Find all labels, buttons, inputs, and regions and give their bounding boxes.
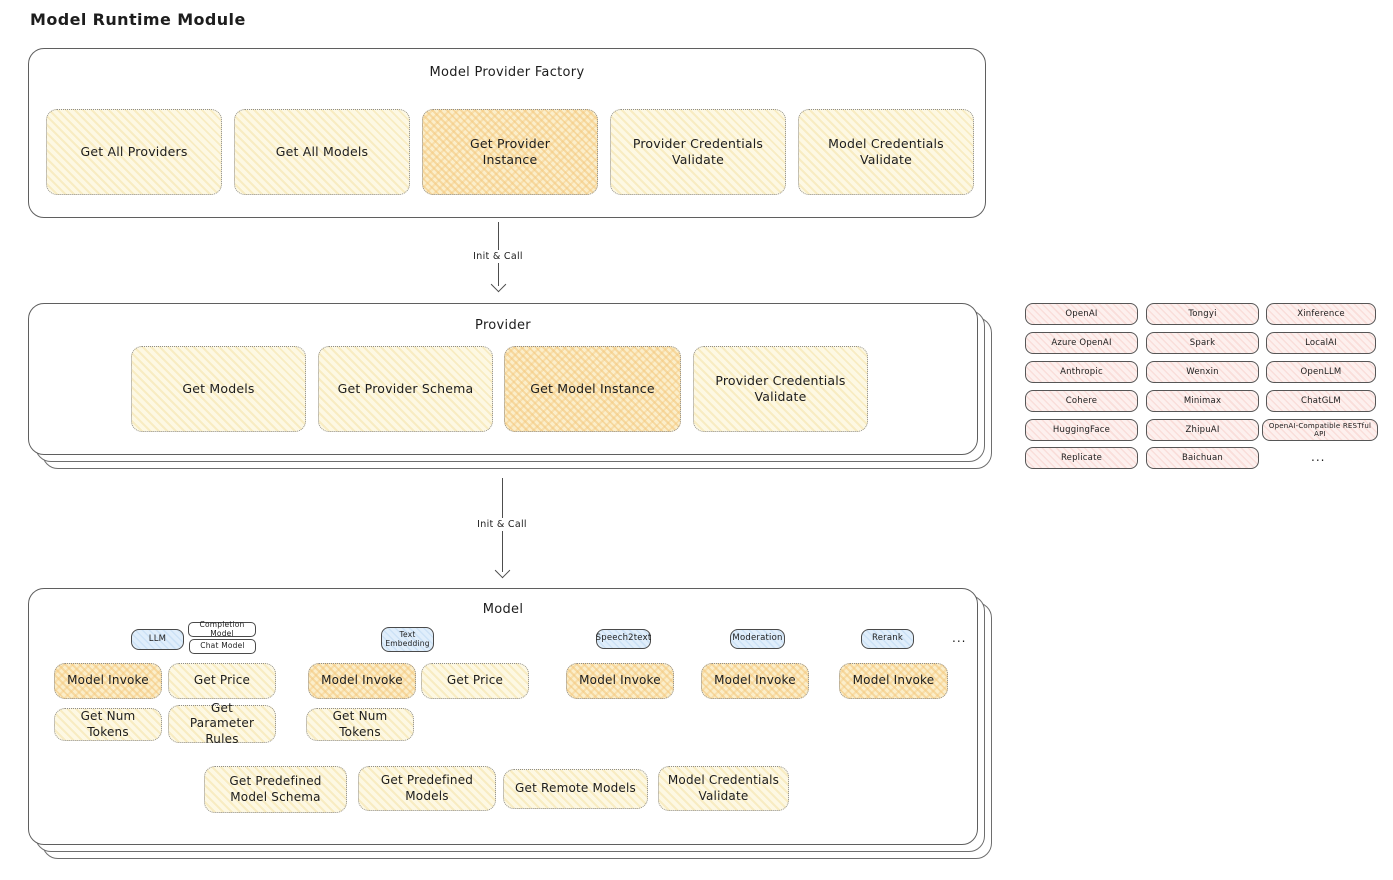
arrow-provider-to-model-label: Init & Call bbox=[472, 518, 532, 531]
node-model-invoke-llm: Model Invoke bbox=[54, 663, 162, 699]
provider-azure-openai: Azure OpenAI bbox=[1025, 332, 1138, 354]
tab-text-embedding: Text Embedding bbox=[381, 627, 434, 652]
provider-openai-compatible-restful-api: OpenAI-Compatible RESTful API bbox=[1262, 419, 1378, 441]
provider-wenxin: Wenxin bbox=[1146, 361, 1259, 383]
node-provider-credentials-validate: Provider Credentials Validate bbox=[610, 109, 786, 195]
provider-title: Provider bbox=[475, 318, 531, 333]
provider-zhipuai: ZhipuAI bbox=[1146, 419, 1259, 441]
node-get-models: Get Models bbox=[131, 346, 306, 432]
tab-llm: LLM bbox=[131, 629, 184, 650]
tab-speech2text: Speech2text bbox=[596, 629, 651, 649]
provider-baichuan: Baichuan bbox=[1146, 447, 1259, 469]
model-box: Model LLM Completion Model Chat Model Te… bbox=[28, 588, 978, 845]
tab-chat-model: Chat Model bbox=[189, 639, 256, 654]
node-get-provider-instance: Get Provider Instance bbox=[422, 109, 598, 195]
node-get-parameter-rules: Get Parameter Rules bbox=[168, 701, 276, 746]
provider-chatglm: ChatGLM bbox=[1266, 390, 1376, 412]
diagram-title: Model Runtime Module bbox=[30, 10, 246, 29]
provider-replicate: Replicate bbox=[1025, 447, 1138, 469]
node-model-invoke-embedding: Model Invoke bbox=[308, 663, 416, 699]
tab-moderation: Moderation bbox=[730, 629, 785, 649]
node-get-predefined-models: Get Predefined Models bbox=[358, 766, 496, 811]
provider-huggingface: HuggingFace bbox=[1025, 419, 1138, 441]
node-get-provider-schema: Get Provider Schema bbox=[318, 346, 493, 432]
provider-box: Provider Get Models Get Provider Schema … bbox=[28, 303, 978, 455]
node-get-price-embedding: Get Price bbox=[421, 663, 529, 699]
node-get-price-llm: Get Price bbox=[168, 663, 276, 699]
node-get-remote-models: Get Remote Models bbox=[503, 769, 648, 809]
provider-localai: LocalAI bbox=[1266, 332, 1376, 354]
model-tabs-more: ... bbox=[952, 631, 967, 645]
provider-openllm: OpenLLM bbox=[1266, 361, 1376, 383]
provider-openai: OpenAI bbox=[1025, 303, 1138, 325]
provider-list-more: ... bbox=[1311, 450, 1326, 464]
node-model-invoke-rerank: Model Invoke bbox=[839, 663, 948, 699]
node-get-all-providers: Get All Providers bbox=[46, 109, 222, 195]
provider-anthropic: Anthropic bbox=[1025, 361, 1138, 383]
provider-xinference: Xinference bbox=[1266, 303, 1376, 325]
provider-spark: Spark bbox=[1146, 332, 1259, 354]
factory-box: Model Provider Factory Get All Providers… bbox=[28, 48, 986, 218]
provider-cohere: Cohere bbox=[1025, 390, 1138, 412]
node-get-predefined-model-schema: Get Predefined Model Schema bbox=[204, 766, 347, 813]
tab-completion-model: Completion Model bbox=[188, 620, 256, 637]
factory-title: Model Provider Factory bbox=[429, 65, 585, 80]
node-get-all-models: Get All Models bbox=[234, 109, 410, 195]
provider-minimax: Minimax bbox=[1146, 390, 1259, 412]
node-model-credentials-validate-2: Model Credentials Validate bbox=[658, 766, 789, 811]
node-provider-credentials-validate-2: Provider Credentials Validate bbox=[693, 346, 868, 432]
node-model-invoke-moderation: Model Invoke bbox=[701, 663, 809, 699]
arrow-down-icon-2 bbox=[494, 562, 511, 579]
tab-rerank: Rerank bbox=[861, 629, 914, 649]
arrow-down-icon bbox=[490, 276, 507, 293]
node-get-model-instance: Get Model Instance bbox=[504, 346, 681, 432]
provider-tongyi: Tongyi bbox=[1146, 303, 1259, 325]
node-get-num-tokens-embedding: Get Num Tokens bbox=[306, 708, 414, 741]
model-title: Model bbox=[482, 602, 524, 617]
node-get-num-tokens-llm: Get Num Tokens bbox=[54, 708, 162, 741]
node-model-credentials-validate: Model Credentials Validate bbox=[798, 109, 974, 195]
node-model-invoke-speech2text: Model Invoke bbox=[566, 663, 674, 699]
arrow-factory-to-provider-label: Init & Call bbox=[468, 250, 528, 263]
